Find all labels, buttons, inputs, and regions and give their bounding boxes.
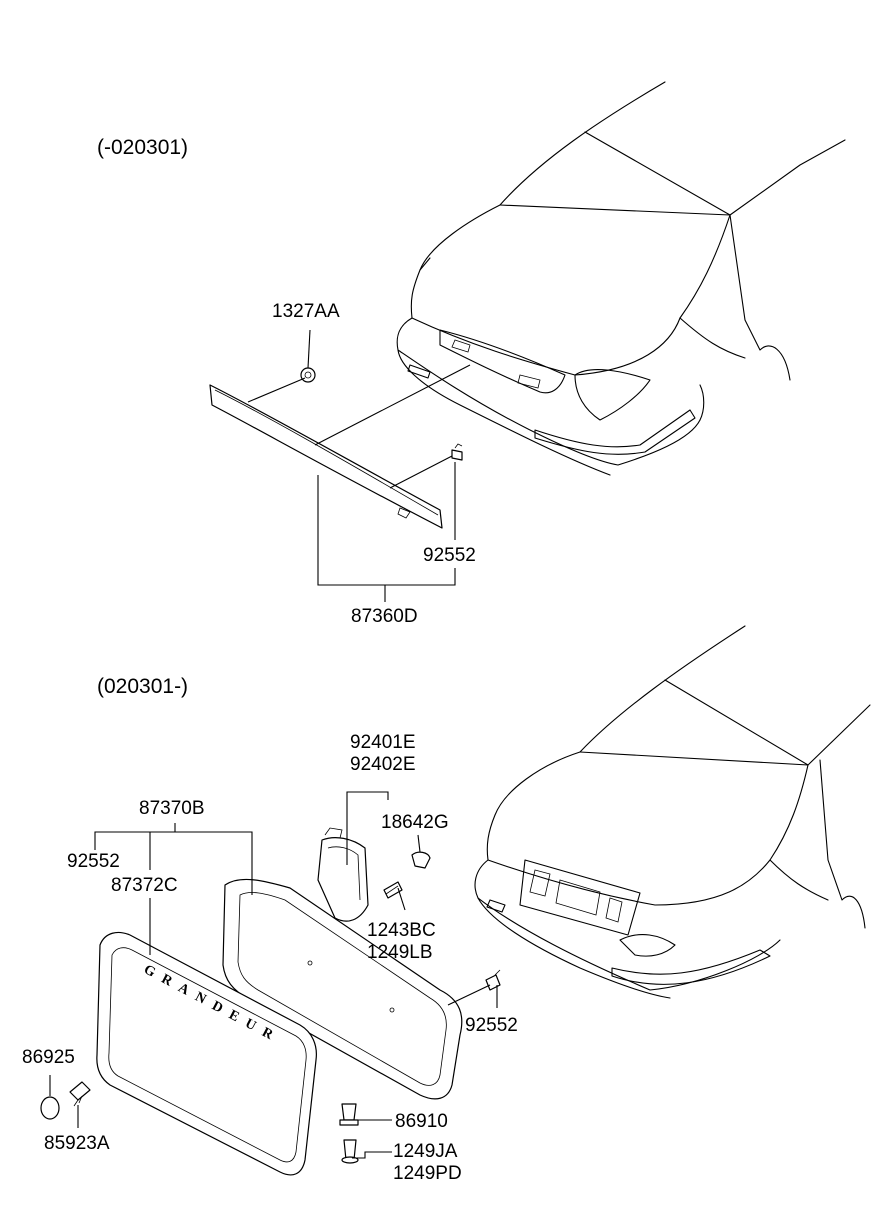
part-label-92552-right[interactable]: 92552 <box>465 1015 518 1036</box>
section-label-post-020301: (020301-) <box>97 675 189 698</box>
screw-92552-bottom-icon <box>485 969 501 991</box>
part-label-92552-left[interactable]: 92552 <box>67 851 120 872</box>
part-label-87360d[interactable]: 87360D <box>351 606 418 627</box>
part-label-1327aa[interactable]: 1327AA <box>272 301 340 322</box>
bottom-leader-lines <box>49 791 498 1159</box>
nut-86910-icon <box>339 1103 359 1126</box>
screw-1249ja-icon <box>341 1139 359 1164</box>
screw-92552-icon <box>451 443 463 461</box>
part-label-18642g[interactable]: 18642G <box>381 812 449 833</box>
screw-85923a-icon <box>69 1081 91 1107</box>
car-rear-bottom-illustration <box>474 625 871 999</box>
trunk-moulding-87360d <box>209 384 443 529</box>
part-label-85923a[interactable]: 85923A <box>44 1133 110 1154</box>
section-label-pre-020301: (-020301) <box>97 136 189 159</box>
top-leader-lines <box>247 329 471 602</box>
part-label-87370b[interactable]: 87370B <box>139 798 205 819</box>
bulb-18642g-icon <box>411 851 431 869</box>
part-label-86910[interactable]: 86910 <box>395 1111 448 1132</box>
screw-1243bc-icon <box>383 881 403 899</box>
part-label-1243bc[interactable]: 1243BC <box>367 920 436 941</box>
part-label-1249ja[interactable]: 1249JA <box>393 1141 458 1162</box>
part-label-92402e[interactable]: 92402E <box>350 754 416 775</box>
part-label-92552-top[interactable]: 92552 <box>423 545 476 566</box>
part-label-86925[interactable]: 86925 <box>22 1047 75 1068</box>
car-rear-top-illustration <box>396 81 846 476</box>
clip-1327aa-icon <box>300 367 316 383</box>
part-label-1249lb[interactable]: 1249LB <box>367 942 433 963</box>
grommet-86925-icon <box>40 1096 60 1120</box>
part-label-87372c[interactable]: 87372C <box>111 875 178 896</box>
license-garnish-87370b <box>222 878 463 1100</box>
license-lamp-92401e-icon <box>317 827 369 922</box>
part-label-92401e[interactable]: 92401E <box>350 732 416 753</box>
part-label-1249pd[interactable]: 1249PD <box>393 1163 462 1184</box>
